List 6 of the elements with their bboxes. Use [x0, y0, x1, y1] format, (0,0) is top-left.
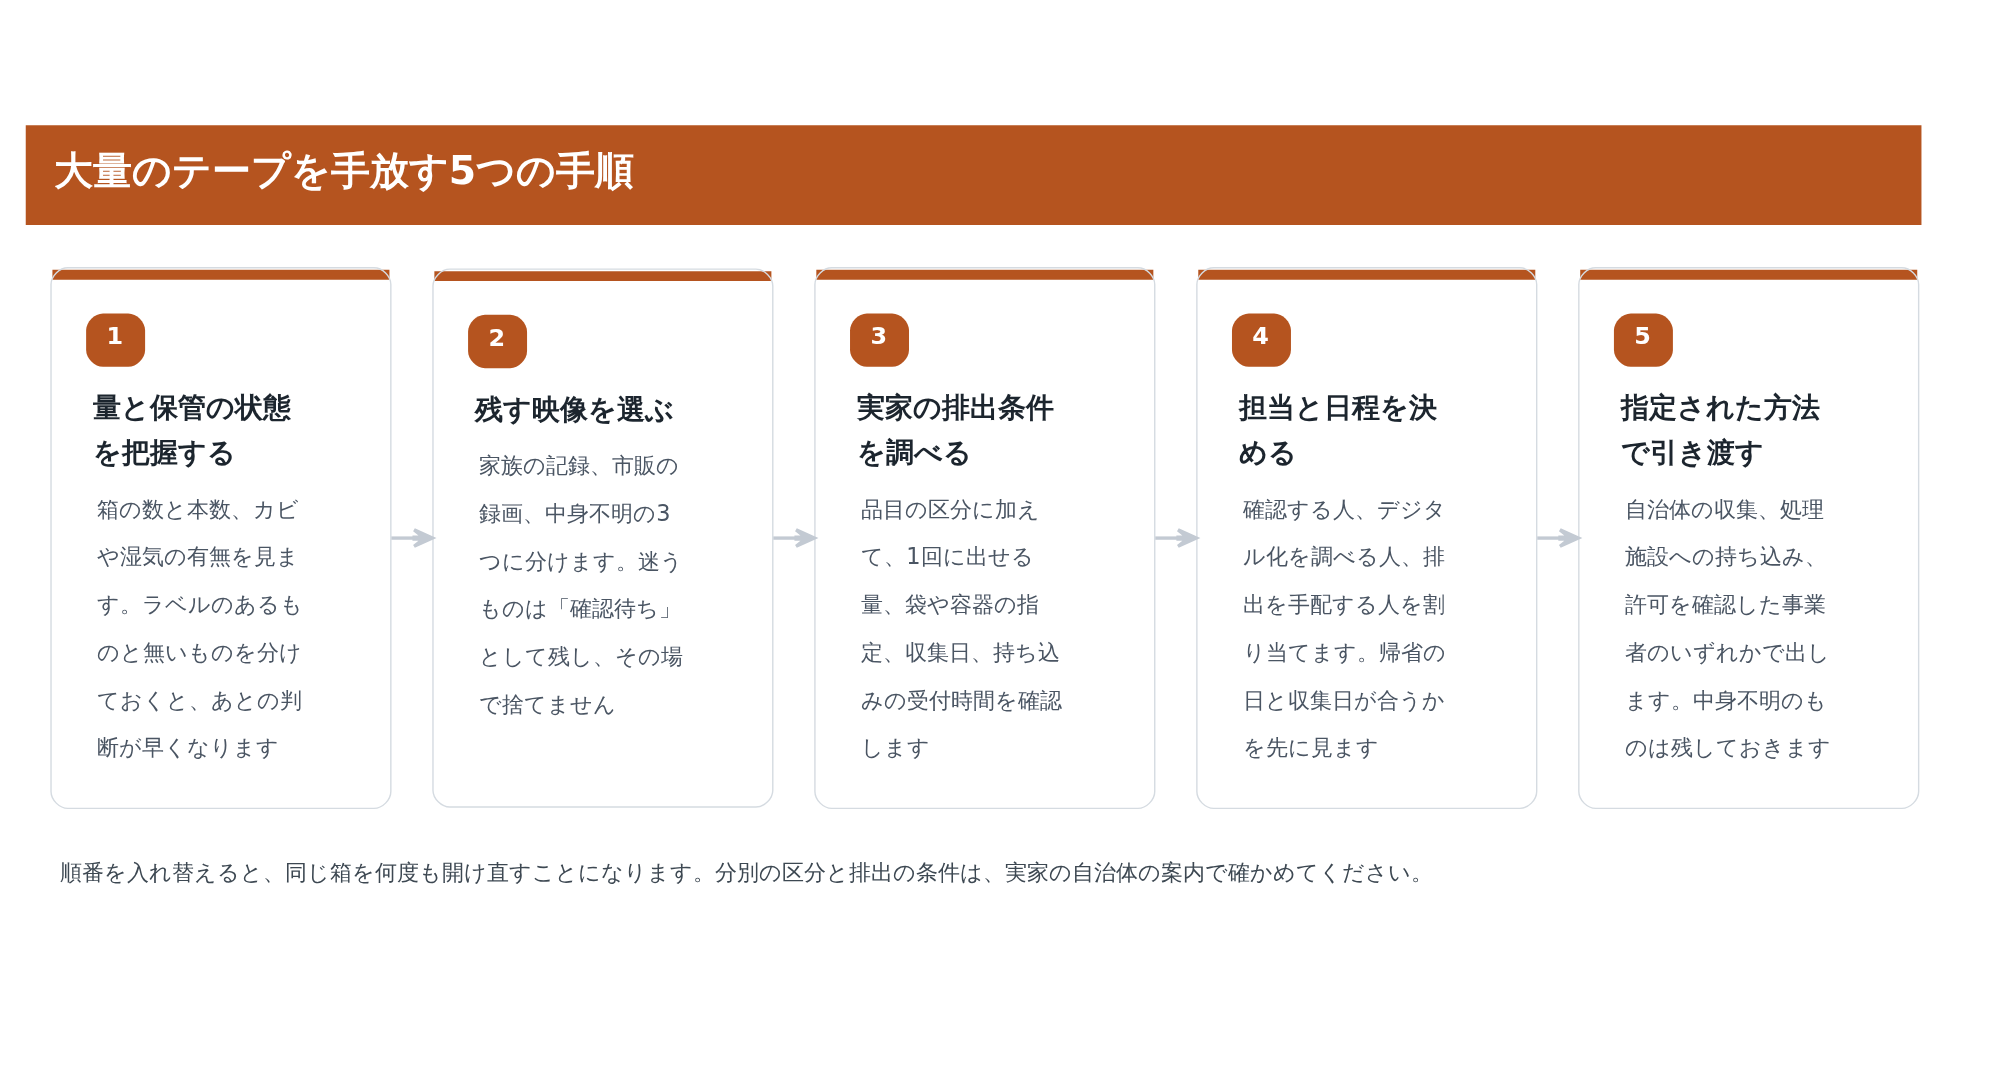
- diagram-title: 大量のテープを手放す5つの手順: [53, 147, 635, 193]
- arrow: [391, 527, 435, 548]
- arrow: [773, 527, 817, 548]
- arrow: [1537, 527, 1580, 548]
- arrow: [1155, 527, 1198, 548]
- caption: 順番を入れ替えると、同じ箱を何度も開け直すことになります。分別の区分と排出の条件は、実家の自治体の案内で確かめてください。: [60, 858, 1434, 885]
